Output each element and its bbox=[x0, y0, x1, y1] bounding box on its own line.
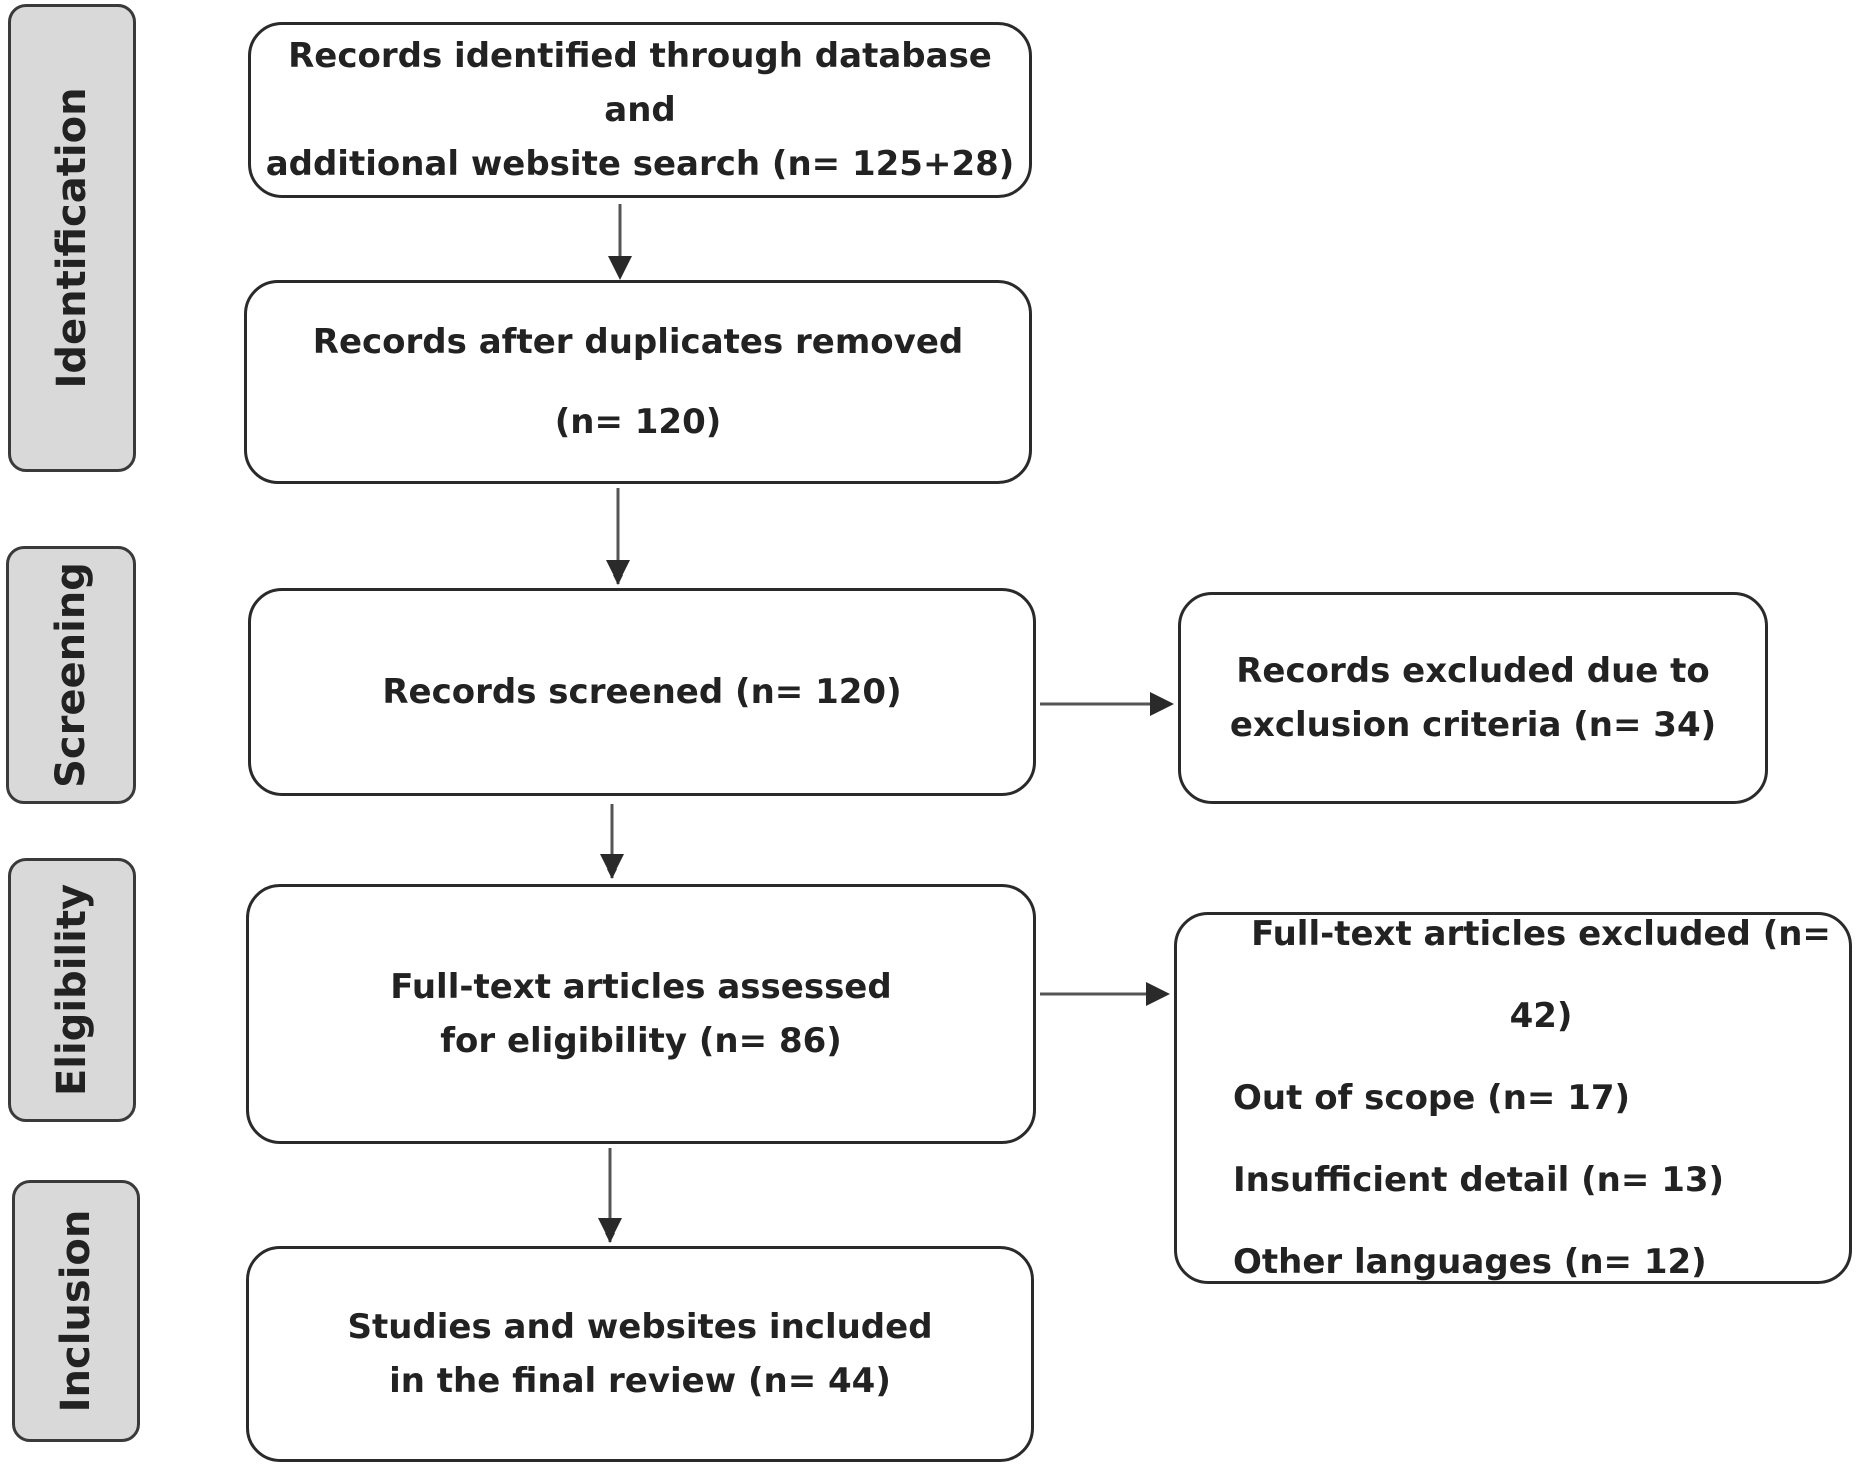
box-records-excluded-screening: Records excluded due to exclusion criter… bbox=[1178, 592, 1768, 804]
box-text: in the final review (n= 44) bbox=[389, 1361, 891, 1401]
box-fulltext-assessed: Full-text articles assessed for eligibil… bbox=[246, 884, 1036, 1144]
box-text: for eligibility (n= 86) bbox=[440, 1021, 842, 1061]
box-records-screened: Records screened (n= 120) bbox=[248, 588, 1036, 796]
box-records-deduplicated: Records after duplicates removed (n= 120… bbox=[244, 280, 1032, 484]
box-records-identified: Records identified through database and … bbox=[248, 22, 1032, 198]
box-text: Full-text articles excluded (n= 42) bbox=[1251, 914, 1831, 1036]
box-text: (n= 120) bbox=[554, 402, 722, 442]
stage-screening: Screening bbox=[6, 546, 136, 804]
box-text: Records screened (n= 120) bbox=[382, 672, 902, 712]
box-studies-included: Studies and websites included in the fin… bbox=[246, 1246, 1034, 1462]
box-text: Studies and websites included bbox=[347, 1307, 933, 1347]
box-text: Out of scope (n= 17) bbox=[1233, 1078, 1631, 1118]
stage-eligibility: Eligibility bbox=[8, 858, 136, 1122]
box-text: exclusion criteria (n= 34) bbox=[1229, 705, 1717, 745]
box-text: Full-text articles assessed bbox=[390, 967, 892, 1007]
box-fulltext-excluded: Full-text articles excluded (n= 42) Out … bbox=[1174, 912, 1852, 1284]
box-text: additional website search (n= 125+28) bbox=[265, 144, 1015, 184]
box-text: Insufficient detail (n= 13) bbox=[1233, 1160, 1725, 1200]
box-text: Records after duplicates removed bbox=[312, 322, 964, 362]
stage-inclusion: Inclusion bbox=[12, 1180, 140, 1442]
box-text: Other languages (n= 12) bbox=[1233, 1242, 1707, 1282]
box-text: Records excluded due to bbox=[1236, 651, 1710, 691]
stage-identification: Identification bbox=[8, 4, 136, 472]
box-text: Records identified through database and bbox=[288, 36, 992, 130]
